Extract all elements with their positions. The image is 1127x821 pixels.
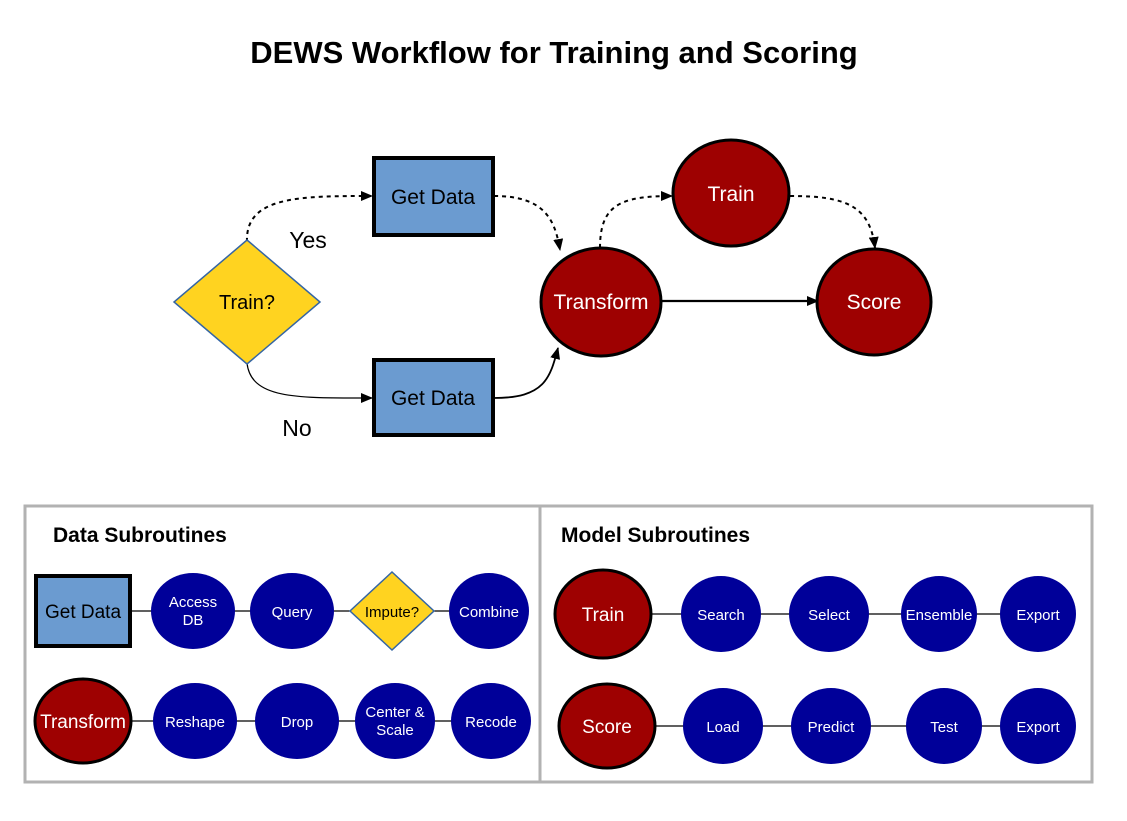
reshape-label: Reshape	[165, 714, 225, 731]
transform-label: Transform	[554, 291, 649, 314]
get-data-node-bottom: Get Data	[372, 358, 495, 437]
query-label: Query	[272, 604, 313, 621]
no-connector	[246, 362, 373, 404]
data-subroutines-title: Data Subroutines	[53, 524, 227, 547]
query-node: Query	[250, 573, 334, 649]
load-label: Load	[706, 719, 739, 736]
score-export-label: Export	[1016, 719, 1060, 736]
score-node: Score	[815, 247, 933, 357]
access-db-label-line2: DB	[183, 612, 204, 629]
model-subroutines-panel	[538, 504, 1094, 784]
impute-label: Impute?	[365, 604, 419, 621]
test-label: Test	[930, 719, 958, 736]
get-data-node-top: Get Data	[372, 156, 495, 237]
page-title: DEWS Workflow for Training and Scoring	[250, 35, 857, 70]
combine-label: Combine	[459, 604, 519, 621]
drop-label: Drop	[281, 714, 314, 731]
center-scale-node: Center & Scale	[355, 683, 435, 759]
train-node: Train	[671, 138, 791, 248]
predict-label: Predict	[808, 719, 856, 736]
top-getdata-to-transform-connector	[493, 195, 564, 251]
load-node: Load	[683, 688, 763, 764]
score-export-node: Export	[1000, 688, 1076, 764]
model-train-node: Train	[553, 568, 653, 660]
access-db-label-line1: Access	[169, 594, 217, 611]
get-data-top-label: Get Data	[391, 186, 475, 209]
train-label: Train	[707, 183, 754, 206]
ensemble-node: Ensemble	[901, 576, 977, 652]
no-label: No	[282, 415, 311, 441]
yes-label: Yes	[289, 227, 327, 253]
select-node: Select	[789, 576, 869, 652]
center-scale-label-line1: Center &	[365, 704, 424, 721]
predict-node: Predict	[791, 688, 871, 764]
search-node: Search	[681, 576, 761, 652]
transform-node: Transform	[539, 246, 663, 358]
center-scale-label-line2: Scale	[376, 722, 414, 739]
reshape-node: Reshape	[153, 683, 237, 759]
data-transform-label: Transform	[40, 712, 126, 733]
recode-label: Recode	[465, 714, 517, 731]
select-label: Select	[808, 607, 851, 624]
data-get-data-label: Get Data	[45, 602, 121, 623]
search-label: Search	[697, 607, 745, 624]
test-node: Test	[906, 688, 982, 764]
drop-node: Drop	[255, 683, 339, 759]
bottom-getdata-to-transform-connector	[493, 347, 560, 399]
train-export-label: Export	[1016, 607, 1060, 624]
model-score-label: Score	[582, 717, 632, 738]
train-to-score-connector	[789, 195, 879, 249]
get-data-bottom-label: Get Data	[391, 387, 475, 410]
ensemble-label: Ensemble	[906, 607, 973, 624]
access-db-node: Access DB	[151, 573, 235, 649]
score-label: Score	[847, 291, 902, 314]
model-subroutines-title: Model Subroutines	[561, 524, 750, 547]
transform-to-train-connector	[599, 191, 673, 249]
combine-node: Combine	[449, 573, 529, 649]
train-export-node: Export	[1000, 576, 1076, 652]
recode-node: Recode	[451, 683, 531, 759]
train-decision-label: Train?	[219, 292, 275, 314]
data-transform-node: Transform	[33, 677, 133, 765]
yes-connector	[245, 191, 373, 243]
data-get-data-node: Get Data	[34, 574, 132, 648]
model-score-node: Score	[557, 682, 657, 770]
model-train-label: Train	[582, 605, 625, 626]
train-decision-node: Train?	[172, 239, 322, 365]
impute-decision-node: Impute?	[348, 570, 436, 652]
